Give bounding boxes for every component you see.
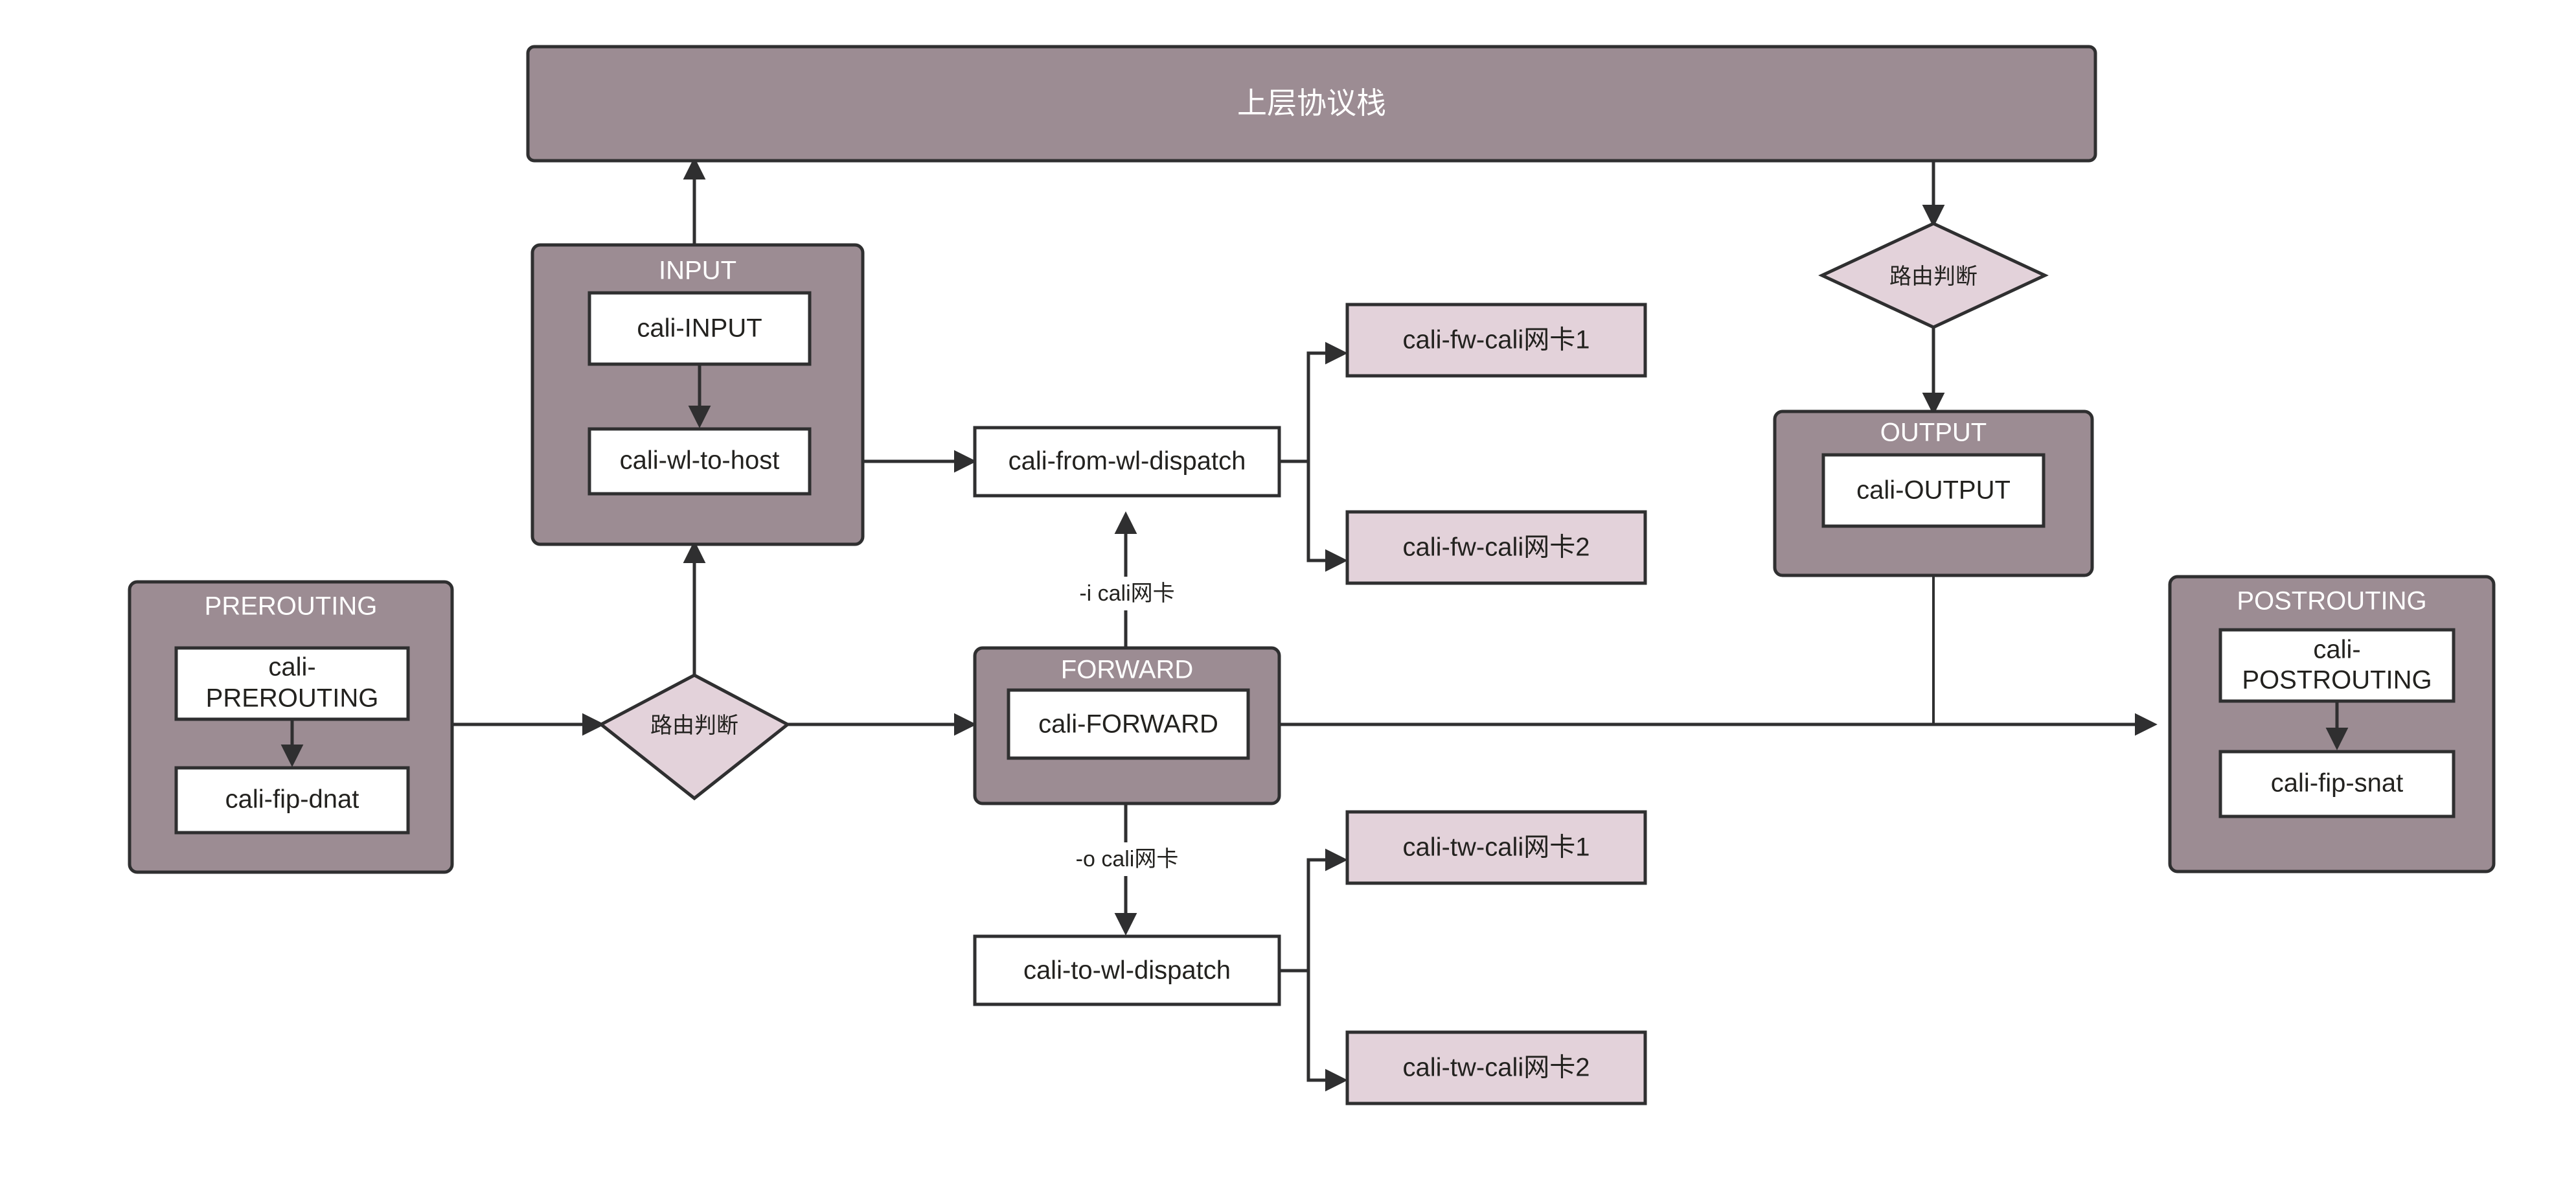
group-input-rect[interactable]: [530, 243, 865, 546]
upper-protocol-stack-banner: 上层协议栈: [526, 45, 2097, 163]
node-cali-tw-2[interactable]: cali-tw-cali网卡2: [1345, 1030, 1647, 1105]
routing-decision-right-label: 路由判断: [1889, 264, 1978, 289]
cali-tw-2-label: cali-tw-cali网卡2: [1403, 1054, 1590, 1082]
routing-decision-left-diamond[interactable]: [598, 673, 791, 801]
edge-label-in-iface-bg: [1046, 577, 1208, 610]
routing-decision-left-label: 路由判断: [650, 713, 738, 738]
cali-from-wl-dispatch-rect[interactable]: [973, 426, 1281, 498]
node-cali-tw-1[interactable]: cali-tw-cali网卡1: [1345, 810, 1647, 885]
chain-cali-forward-label: cali-FORWARD: [1038, 710, 1218, 739]
cali-to-wl-dispatch-rect[interactable]: [973, 934, 1281, 1006]
chain-cali-output-rect[interactable]: [1821, 453, 2046, 528]
node-cali-from-wl-dispatch[interactable]: cali-from-wl-dispatch: [973, 426, 1281, 498]
group-postrouting-rect[interactable]: [2168, 575, 2496, 873]
edge-label-out-iface: -o cali网卡: [1046, 842, 1208, 876]
cali-fw-2-label: cali-fw-cali网卡2: [1403, 533, 1590, 562]
chain-cali-prerouting-label-line2: PREROUTING: [206, 684, 379, 713]
cali-to-wl-dispatch-label: cali-to-wl-dispatch: [1023, 956, 1231, 985]
edge-label-in-iface-text: -i cali网卡: [1079, 581, 1174, 606]
chain-cali-fip-snat-label: cali-fip-snat: [2271, 769, 2404, 798]
cali-fw-1-rect[interactable]: [1345, 303, 1647, 378]
chain-cali-prerouting-label-line1: cali-: [268, 653, 315, 682]
chain-cali-fip-dnat-rect[interactable]: [174, 766, 410, 835]
group-postrouting[interactable]: POSTROUTING cali- POSTROUTING cali-fip-s…: [2168, 575, 2496, 873]
chain-cali-forward-rect[interactable]: [1007, 688, 1250, 760]
group-forward[interactable]: FORWARD cali-FORWARD: [973, 646, 1281, 805]
group-prerouting-title: PREROUTING: [205, 592, 378, 621]
edge-towldispatch-to-tw2: [1279, 969, 1348, 1092]
edge-fromwldispatch-to-fw2: [1279, 459, 1348, 572]
chain-cali-prerouting-rect[interactable]: [174, 646, 410, 721]
group-postrouting-title: POSTROUTING: [2237, 587, 2426, 616]
chain-cali-fip-dnat-label: cali-fip-dnat: [225, 785, 359, 814]
group-forward-title: FORWARD: [1061, 656, 1193, 684]
chain-cali-postrouting-label-line2: POSTROUTING: [2242, 666, 2432, 695]
chain-cali-fip-snat-rect[interactable]: [2218, 750, 2456, 818]
node-cali-to-wl-dispatch[interactable]: cali-to-wl-dispatch: [973, 934, 1281, 1006]
cali-tw-1-label: cali-tw-cali网卡1: [1403, 833, 1590, 862]
chain-cali-postrouting-label-line1: cali-: [2313, 636, 2360, 664]
edge-label-out-iface-text: -o cali网卡: [1076, 847, 1179, 872]
cali-tw-1-rect[interactable]: [1345, 810, 1647, 885]
upper-protocol-stack-label: 上层协议栈: [1237, 86, 1386, 120]
cali-fw-1-label: cali-fw-cali网卡1: [1403, 326, 1590, 354]
node-cali-fw-2[interactable]: cali-fw-cali网卡2: [1345, 510, 1647, 585]
node-cali-fw-1[interactable]: cali-fw-cali网卡1: [1345, 303, 1647, 378]
group-output[interactable]: OUTPUT cali-OUTPUT: [1773, 410, 2094, 577]
chain-cali-wl-to-host-label: cali-wl-to-host: [620, 446, 780, 475]
group-output-title: OUTPUT: [1880, 419, 1987, 447]
cali-fw-2-rect[interactable]: [1345, 510, 1647, 585]
group-input-title: INPUT: [659, 257, 736, 285]
cali-from-wl-dispatch-label: cali-from-wl-dispatch: [1009, 447, 1246, 476]
chain-cali-output-label: cali-OUTPUT: [1856, 476, 2011, 505]
routing-decision-right[interactable]: 路由判断: [1818, 222, 2049, 329]
upper-protocol-stack-rect: [526, 45, 2097, 163]
routing-decision-left[interactable]: 路由判断: [598, 673, 791, 801]
edge-fromwldispatch-to-fw1: [1279, 341, 1348, 463]
routing-decision-right-diamond[interactable]: [1818, 222, 2049, 329]
chain-cali-wl-to-host-rect[interactable]: [587, 427, 812, 496]
edge-label-out-iface-bg: [1046, 842, 1208, 876]
edge-label-in-iface: -i cali网卡: [1046, 577, 1208, 610]
edge-towldispatch-to-tw1: [1279, 848, 1348, 973]
cali-tw-2-rect[interactable]: [1345, 1030, 1647, 1105]
group-input[interactable]: INPUT cali-INPUT cali-wl-to-host: [530, 243, 865, 546]
group-prerouting[interactable]: PREROUTING cali- PREROUTING cali-fip-dna…: [128, 580, 454, 874]
chain-cali-input-label: cali-INPUT: [637, 314, 762, 343]
